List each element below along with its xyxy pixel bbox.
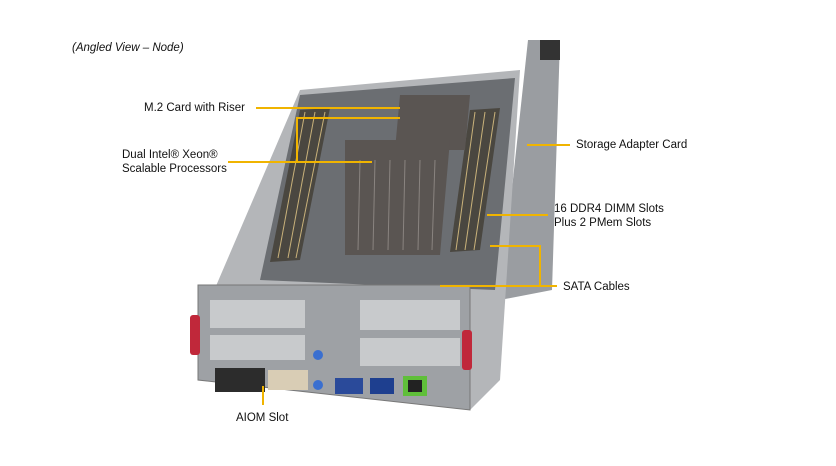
handle-right — [462, 330, 472, 370]
label-sata-cables: SATA Cables — [563, 281, 630, 293]
label-cpu-line1: Dual Intel® Xeon® — [122, 149, 218, 161]
label-dimm-line2: Plus 2 PMem Slots — [554, 217, 652, 229]
usb-ports — [370, 378, 394, 394]
heatsink-front — [345, 140, 450, 255]
handle-left — [190, 315, 200, 355]
label-aiom-slot: AIOM Slot — [236, 412, 289, 424]
view-caption: (Angled View – Node) — [72, 42, 184, 54]
vga-port — [335, 378, 363, 394]
heatsink-rear — [395, 95, 470, 150]
callout-lines — [228, 107, 570, 405]
label-m2-card: M.2 Card with Riser — [144, 102, 245, 114]
pcie-slot-brackets — [210, 300, 460, 366]
label-storage-adapter: Storage Adapter Card — [576, 139, 688, 151]
label-cpu-line2: Scalable Processors — [122, 163, 227, 175]
label-dimm-line1: 16 DDR4 DIMM Slots — [554, 203, 664, 215]
callout-line-sata — [490, 245, 541, 286]
storage-adapter-card — [500, 40, 560, 300]
aiom-slot — [215, 368, 265, 392]
